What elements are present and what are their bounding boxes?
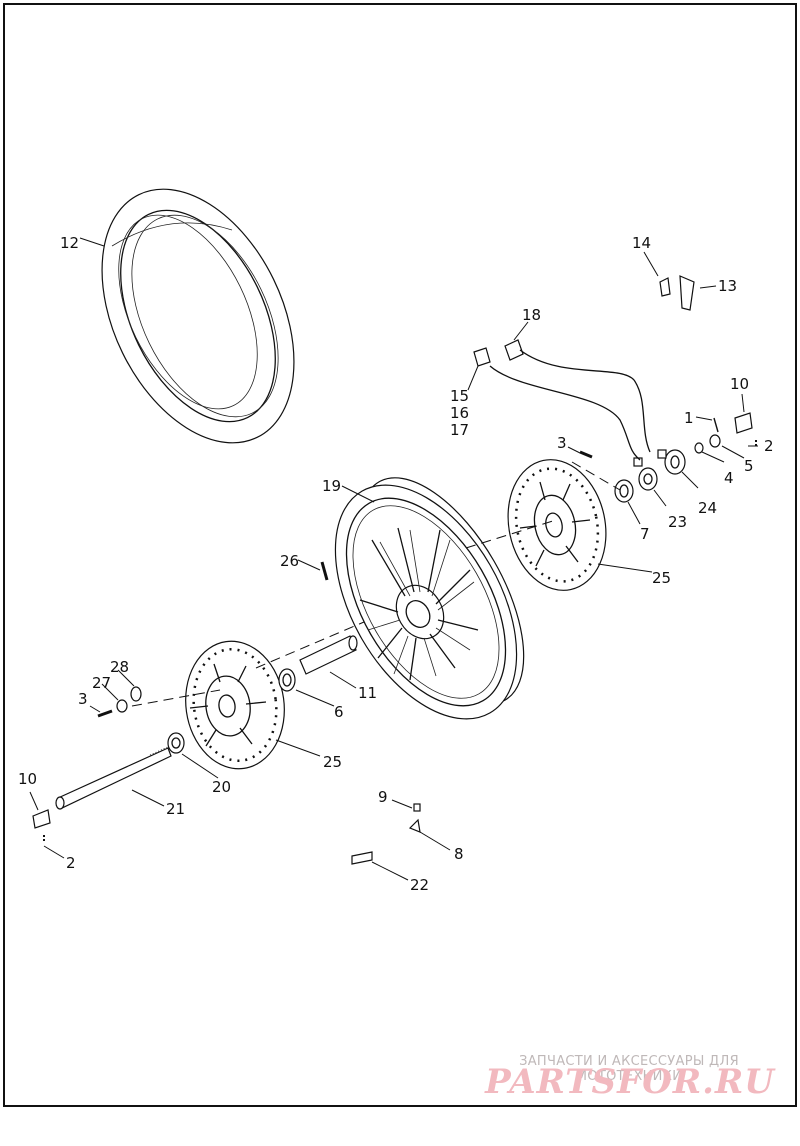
wheel-drawing [334,477,525,720]
callout-6: 6 [334,703,344,721]
callout-19: 19 [322,477,341,495]
callout-23: 23 [668,513,687,531]
callout-2-lower: 2 [66,854,76,872]
tire-drawing [101,188,295,444]
callout-2-upper: 2 [764,437,774,455]
callout-9: 9 [378,788,388,806]
callout-22: 22 [410,876,429,894]
callout-3-upper: 3 [557,434,567,452]
rotor-lower-drawing [185,640,285,770]
callout-15: 15 [450,387,469,405]
callout-25-lower: 25 [323,753,342,771]
callout-5: 5 [744,457,754,475]
small-parts [32,275,757,865]
watermark-logo: PARTSFOR.RU [485,1062,775,1102]
callout-8: 8 [454,845,464,863]
callout-1: 1 [684,409,694,427]
callout-28: 28 [110,658,129,676]
callout-16: 16 [450,404,469,422]
callout-10-upper: 10 [730,375,749,393]
callout-21: 21 [166,800,185,818]
callout-24: 24 [698,499,717,517]
callout-labels: 1 2 2 3 3 4 5 6 7 8 9 10 10 11 12 13 14 … [18,234,774,894]
callout-14: 14 [632,234,651,252]
callout-7: 7 [640,525,650,543]
callout-17: 17 [450,421,469,439]
callout-3-lower: 3 [78,690,88,708]
callout-18: 18 [522,306,541,324]
watermark-tagline: ЗАПЧАСТИ И АКСЕССУАРЫ ДЛЯ МОТОТЕХНИКИ [519,1054,739,1084]
axle-drawing [55,744,173,810]
callout-26: 26 [280,552,299,570]
callout-25-upper: 25 [652,569,671,587]
assembly-lines [131,461,621,707]
callout-27: 27 [92,674,111,692]
page-frame [3,3,797,1107]
callout-10-lower: 10 [18,770,37,788]
leader-lines [29,237,758,881]
callout-20: 20 [212,778,231,796]
callout-13: 13 [718,277,737,295]
callout-12: 12 [60,234,79,252]
callout-11: 11 [358,684,377,702]
callout-4: 4 [724,469,734,487]
rotor-upper-drawing [507,459,607,591]
